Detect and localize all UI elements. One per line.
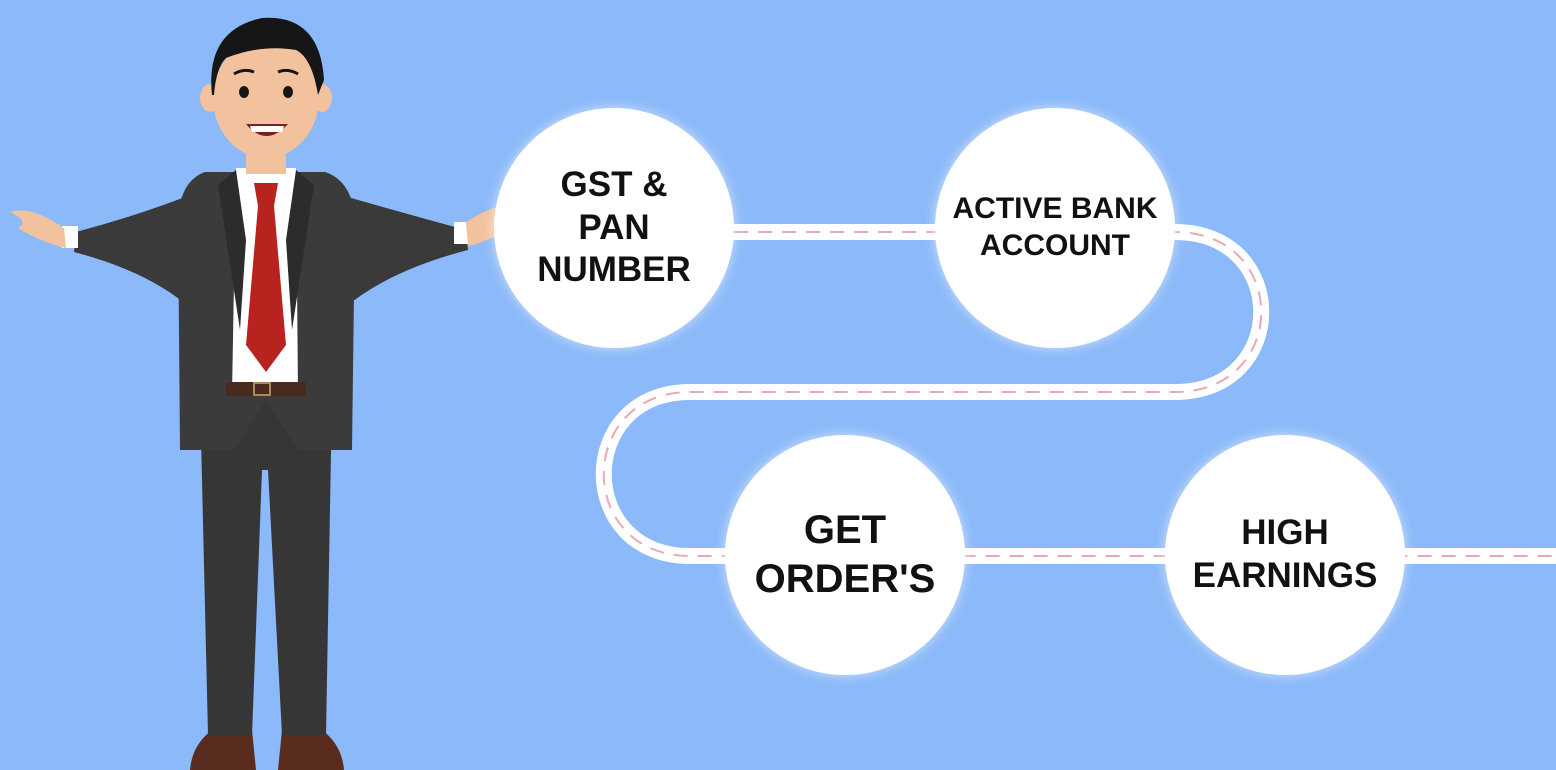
step-label-get-orders: GET ORDER'S	[754, 508, 936, 601]
step-active-bank-account: ACTIVE BANK ACCOUNT	[935, 108, 1175, 348]
step-get-orders: GET ORDER'S	[725, 435, 965, 675]
businessman-illustration	[10, 17, 522, 770]
process-path	[595, 224, 1556, 564]
step-high-earnings: HIGH EARNINGS	[1165, 435, 1405, 675]
step-label-high-earnings: HIGH EARNINGS	[1192, 513, 1378, 595]
step-gst-pan-number: GST & PAN NUMBER	[494, 108, 734, 348]
step-label-gst-pan-number: GST & PAN NUMBER	[537, 164, 691, 290]
step-label-active-bank-account: ACTIVE BANK ACCOUNT	[952, 192, 1158, 262]
